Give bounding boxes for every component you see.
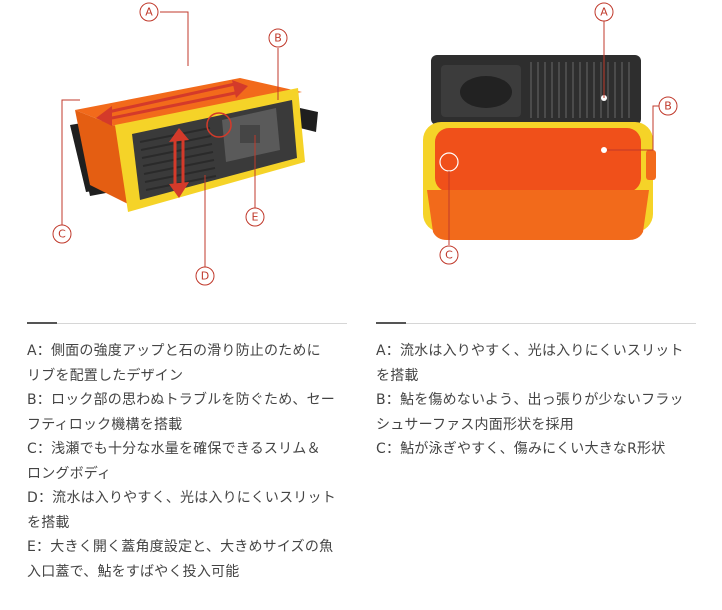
- right-desc-line-4: シュサーファス内面形状を採用: [376, 416, 574, 433]
- callout-e-label: E: [252, 211, 259, 224]
- left-desc-line-6: ロングボディ: [27, 465, 112, 482]
- left-desc-line-7: D：流水は入りやすく、光は入りにくいスリット: [27, 490, 336, 506]
- left-desc-line-9: E：大きく開く蓋角度設定と、大きめサイズの魚: [27, 539, 334, 555]
- closed-box-illustration: A B C D E: [52, 2, 318, 286]
- callout-b-circle: [268, 28, 288, 48]
- box-interior: [435, 128, 641, 192]
- left-desc-line-2: リブを配置したデザイン: [27, 367, 184, 384]
- callout-lines-left: [61, 11, 279, 268]
- callout-d-circle: [195, 266, 215, 286]
- open-box-illustration: A B C: [423, 2, 678, 265]
- callout-c-circle-right: [439, 245, 459, 265]
- divider-left-accent: [27, 322, 57, 324]
- divider-right-accent: [376, 322, 406, 324]
- callout-a-circle: [139, 2, 159, 22]
- left-desc-line-5: C：浅瀬でも十分な水量を確保できるスリム＆: [27, 441, 321, 457]
- callout-a-label: A: [145, 6, 153, 19]
- divider-right: [376, 323, 696, 324]
- right-desc-line-1: A：流水は入りやすく、光は入りにくいスリット: [376, 343, 684, 359]
- callout-d-label: D: [201, 270, 209, 283]
- callout-a-label-right: A: [600, 6, 608, 19]
- right-desc-line-2: を搭載: [376, 367, 419, 384]
- box-side: [75, 110, 130, 205]
- right-desc-line-3: B：鮎を傷めないよう、出っ張りが少ないフラッ: [376, 392, 684, 408]
- callout-c-circle: [52, 224, 72, 244]
- callout-a-circle-right: [594, 2, 614, 22]
- callout-c-label: C: [58, 228, 66, 241]
- lid-slits: [530, 62, 630, 118]
- left-desc-line-3: B：ロック部の思わぬトラブルを防ぐため、セー: [27, 392, 336, 408]
- lid-inlet-opening: [460, 76, 512, 108]
- divider-left: [27, 323, 347, 324]
- left-desc-line-8: を搭載: [27, 514, 70, 531]
- left-desc-line-1: A：側面の強度アップと石の滑り防止のために: [27, 343, 321, 359]
- left-desc-line-10: 入口蓋で、鮎をすばやく投入可能: [27, 563, 240, 580]
- right-product-panel: A B C A：流水は入りやすく、光は入りにくいスリット を搭載 B：鮎を傷めな…: [361, 0, 722, 610]
- callout-lines-right: [448, 20, 659, 245]
- front-slits: [139, 127, 217, 191]
- left-descriptions: A：側面の強度アップと石の滑り防止のために リブを配置したデザイン B：ロック部…: [27, 339, 357, 584]
- callout-b-marker: [601, 147, 607, 153]
- callout-b-label: B: [274, 32, 282, 45]
- right-descriptions: A：流水は入りやすく、光は入りにくいスリット を搭載 B：鮎を傷めないよう、出っ…: [376, 339, 711, 462]
- lid-latch: [240, 125, 260, 143]
- strap-right: [300, 108, 318, 132]
- box-outer: [427, 190, 649, 240]
- callout-b-label-right: B: [664, 100, 672, 113]
- callout-b-circle-right: [658, 96, 678, 116]
- callout-c-label-right: C: [445, 249, 453, 262]
- left-desc-line-4: フティロック機構を搭載: [27, 416, 183, 433]
- box-handle-right: [646, 150, 656, 180]
- right-desc-line-5: C：鮎が泳ぎやすく、傷みにくい大きなR形状: [376, 441, 666, 457]
- left-product-panel: A B C D E A：側面の強度アップと石の滑り防止のために リブを配置したデ…: [27, 2, 357, 584]
- callout-e-circle: [245, 207, 265, 227]
